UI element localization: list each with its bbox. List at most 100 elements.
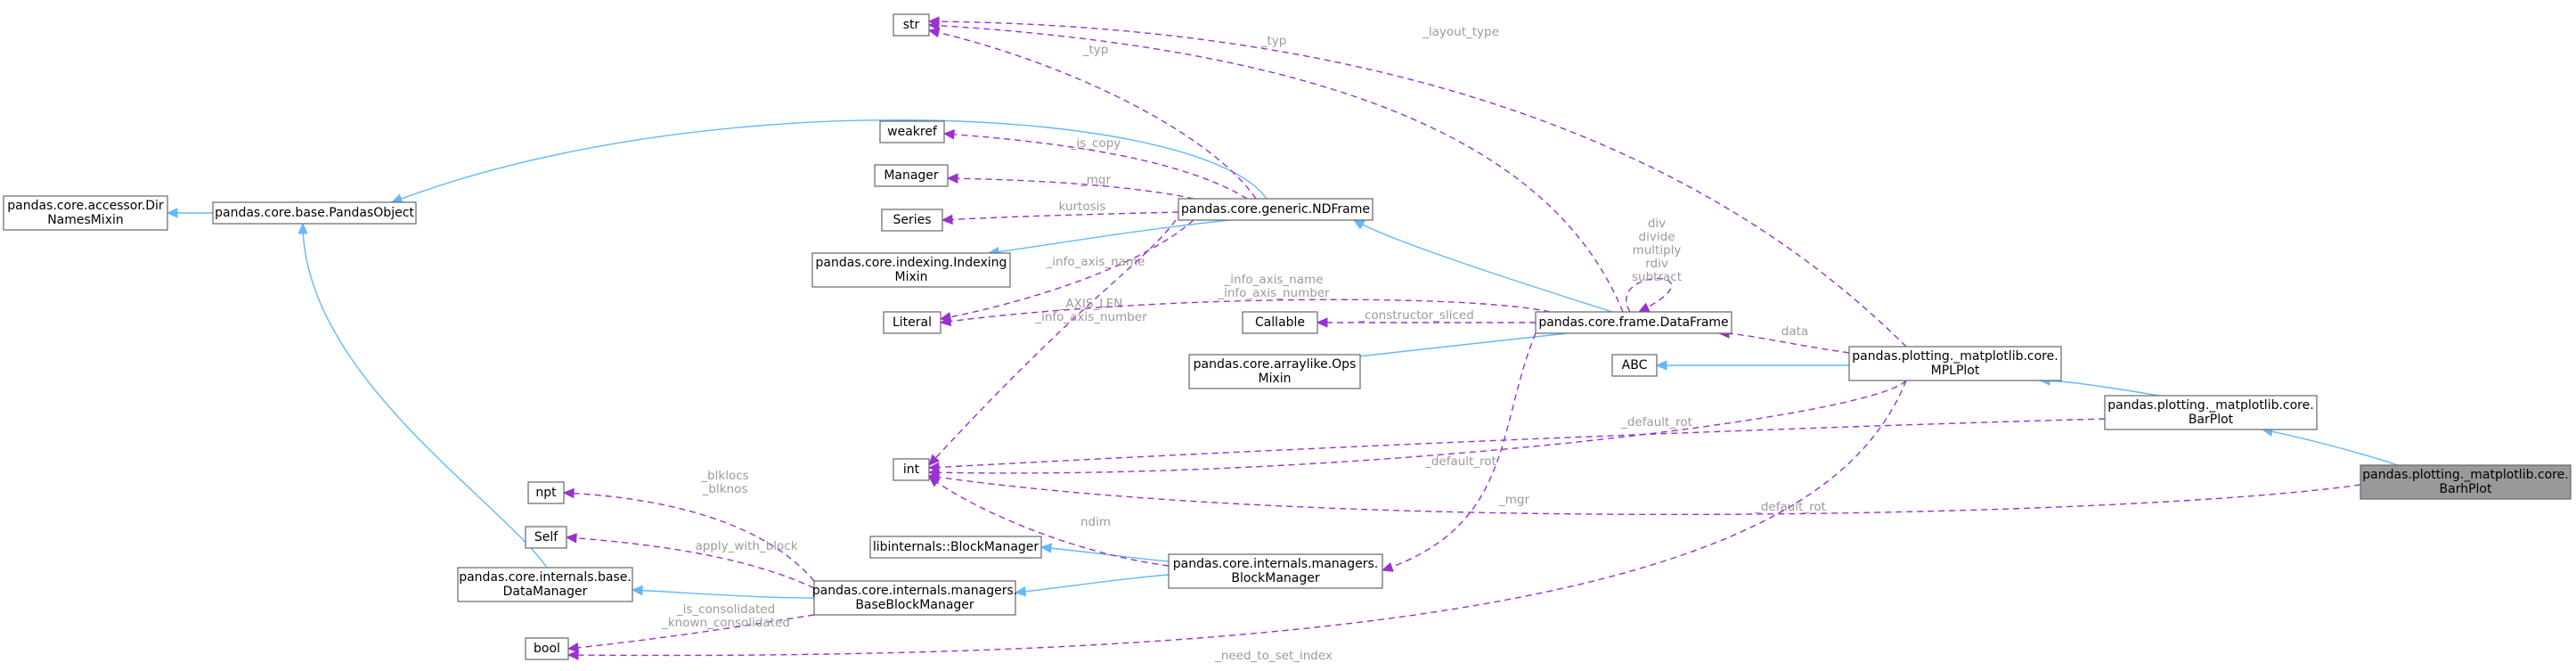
edge-label: multiply (1633, 243, 1682, 258)
nodes-layer: pandas.plotting._matplotlib.core.BarhPlo… (3, 13, 2572, 660)
node-ndframe[interactable]: pandas.core.generic.NDFrame (1178, 198, 1374, 221)
edge-usage-ndframe-to-str: _typ (927, 27, 1257, 200)
edge-label: _typ (1260, 34, 1287, 48)
edge-label: _mgr (1080, 173, 1111, 187)
edge-label: _layout_type (1422, 25, 1499, 39)
node-literal[interactable]: Literal (883, 311, 942, 334)
edge-inherit-mplplot-to-abc (1655, 360, 1849, 371)
node-self[interactable]: Self (525, 526, 567, 549)
edge-usage-mplplot-to-int: _default_rot (927, 380, 1907, 479)
edge-inherit-ndframe-to-indexingmixin (987, 219, 1230, 258)
arrowhead (390, 193, 404, 204)
node-barplot[interactable]: pandas.plotting._matplotlib.core.BarPlot (2104, 395, 2318, 430)
edge-usage-ndframe-to-series: kurtosis (941, 200, 1179, 225)
edge-usage-baseblockmanager-to-npt: _blklocs_blknos (562, 469, 815, 582)
node-datamanager[interactable]: pandas.core.internals.base.DataManager (457, 567, 633, 602)
node-int[interactable]: int (893, 458, 930, 481)
node-manager[interactable]: Manager (874, 164, 949, 187)
edges-layer: _layout_type _typ _typ _is_copy _mgr kurtosis… (166, 16, 2399, 663)
node-bool[interactable]: bool (525, 637, 569, 660)
edge-usage-dataframe-to-callable: _constructor_sliced (1316, 308, 1537, 328)
node-label: pandas.core.internals.base. (459, 570, 632, 585)
node-dataframe[interactable]: pandas.core.frame.DataFrame (1535, 311, 1732, 334)
edge-label: _info_axis_name (1224, 273, 1324, 287)
arrowhead (1637, 302, 1651, 313)
edge-usage-mplplot-to-dataframe: data (1717, 324, 1850, 354)
node-label: str (903, 18, 920, 32)
node-label: Series (893, 213, 931, 227)
node-blockmanager[interactable]: pandas.core.internals.managers.BlockMana… (1168, 553, 1383, 589)
edge-label: _is_consolidated (676, 602, 775, 617)
edge-label: _blklocs (700, 469, 748, 483)
node-label: pandas.core.arraylike.Ops (1194, 357, 1357, 372)
node-label: libinternals::BlockManager (873, 540, 1039, 554)
node-pandasobject[interactable]: pandas.core.base.PandasObject (212, 201, 417, 225)
node-label: pandas.core.indexing.Indexing (816, 256, 1007, 270)
arrowhead (1655, 360, 1667, 371)
edge-usage-mplplot-to-str: _layout_type (927, 16, 1907, 348)
arrowhead (941, 214, 953, 225)
edge-usage-mplplot-to-bool: _need_to_set_index (567, 380, 1907, 663)
node-abc[interactable]: ABC (1611, 354, 1658, 377)
node-label: int (903, 462, 920, 477)
node-mplplot[interactable]: pandas.plotting._matplotlib.core.MPLPlot (1848, 346, 2062, 381)
node-label: Mixin (894, 270, 927, 284)
edge-inherit-blockmanager-to-baseblockmanager (1014, 574, 1170, 597)
node-label: NamesMixin (47, 213, 124, 227)
node-label: pandas.core.base.PandasObject (215, 206, 414, 220)
node-libblockmanager[interactable]: libinternals::BlockManager (869, 536, 1042, 559)
node-label: MPLPlot (1931, 364, 1980, 378)
arrowhead (562, 487, 575, 499)
node-label: BlockManager (1231, 571, 1319, 585)
node-barhplot[interactable]: pandas.plotting._matplotlib.core.BarhPlo… (2360, 464, 2572, 500)
edge-usage-ndframe-to-manager: _mgr (946, 173, 1194, 200)
edge-usage-barhplot-to-int: _default_rot (927, 471, 2361, 516)
node-label: Self (534, 530, 558, 544)
edge-label: _need_to_set_index (1214, 649, 1333, 663)
edge-usage-dataframe-to-blockmanager: _mgr (1381, 332, 1537, 572)
node-label: Manager (884, 168, 939, 183)
node-npt[interactable]: npt (527, 481, 565, 504)
edge-label: _is_copy (1070, 136, 1121, 151)
edge-label: subtract (1632, 270, 1682, 284)
edge-label: _mgr (1498, 493, 1529, 507)
arrowhead (928, 454, 941, 466)
node-label: Callable (1255, 315, 1305, 330)
edge-inherit-ndframe-to-pandasobject (390, 119, 1268, 204)
edge-label: divide (1639, 230, 1675, 244)
edge-label: _info_axis_name (1046, 255, 1145, 269)
arrowhead (1316, 317, 1328, 328)
node-baseblockmanager[interactable]: pandas.core.internals.managers.BaseBlock… (812, 580, 1017, 616)
edge-label: _typ (1082, 43, 1109, 57)
edge-label: kurtosis (1059, 200, 1106, 214)
arrowhead (166, 208, 178, 218)
arrowhead (565, 533, 577, 544)
node-label: Literal (893, 315, 932, 330)
node-label: pandas.plotting._matplotlib.core. (1852, 349, 2058, 364)
node-label: ABC (1622, 358, 1648, 372)
edge-inherit-datamanager-to-pandasobject (298, 222, 548, 569)
edge-inherit-blockmanager-to-libblockmanager (1039, 543, 1170, 562)
edge-label: rdiv (1645, 257, 1668, 271)
node-label: pandas.core.frame.DataFrame (1538, 315, 1728, 330)
edge-inherit-barhplot-to-barplot (2261, 426, 2399, 466)
edge-usage-dataframe-to-str: _typ (927, 20, 1624, 313)
node-callable[interactable]: Callable (1242, 311, 1318, 334)
edge-inherit-baseblockmanager-to-datamanager (631, 585, 815, 599)
edge-label: _blknos (702, 482, 748, 496)
node-label: pandas.core.accessor.Dir (7, 199, 164, 213)
arrowhead (1381, 561, 1394, 572)
edge-inherit-pandasobject-to-dirnamesmixin (166, 208, 213, 218)
node-label: pandas.core.internals.managers. (1173, 557, 1378, 571)
node-weakref[interactable]: weakref (879, 120, 945, 143)
edge-label: _default_rot (1620, 415, 1692, 430)
edge-label: _AXIS_LEN (1059, 297, 1123, 311)
node-series[interactable]: Series (881, 209, 943, 232)
edge-label: _known_consolidated (661, 616, 790, 630)
node-str[interactable]: str (893, 13, 930, 37)
